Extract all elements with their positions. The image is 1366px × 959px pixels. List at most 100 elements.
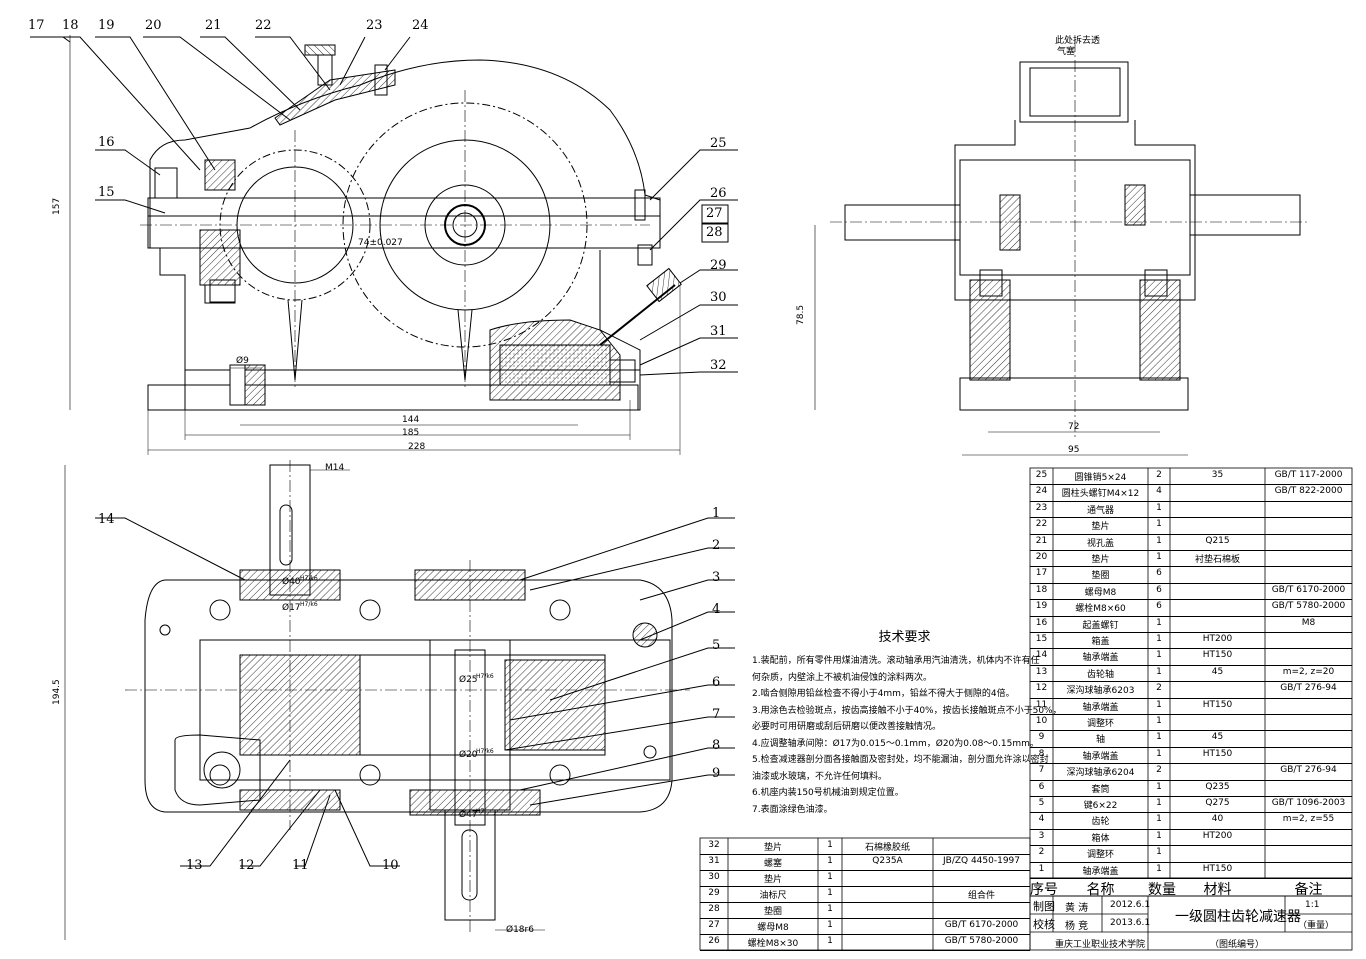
bom-cell: GB/T 6170-2000 — [944, 920, 1019, 930]
bom-cell: 6 — [1156, 584, 1162, 595]
bom-cell: 14 — [1035, 650, 1048, 661]
bom-cell: 11 — [1035, 699, 1048, 710]
bom-row-divider — [1030, 599, 1352, 601]
bom-cell: M8 — [1301, 617, 1316, 628]
fit-tolerance: H7/k6 — [476, 673, 494, 680]
bom-row-divider — [1030, 746, 1352, 748]
bom-cell: GB/T 276-94 — [1280, 683, 1337, 694]
bom-cell: 18 — [1035, 584, 1048, 595]
bom-cell: 4 — [1156, 486, 1162, 497]
bom-header-cell: 名称 — [1086, 882, 1115, 898]
bom-cell: 7 — [1038, 765, 1045, 776]
bom-cell: 2 — [1156, 470, 1162, 480]
drawing-title: 一级圆柱齿轮减速器 — [1175, 909, 1301, 925]
bom-cell: 40 — [1211, 814, 1224, 825]
bom-row-divider — [1030, 550, 1352, 551]
bom-cell: m=2, z=55 — [1282, 814, 1335, 825]
callout-number: 28 — [706, 225, 723, 240]
front-view — [30, 35, 738, 455]
bom-cell: 1 — [1156, 748, 1162, 759]
tech-requirement-line: 6.机座内装150号机械油到规定位置。 — [752, 788, 904, 798]
bom-header-cell: 序号 — [1030, 882, 1058, 898]
callout-number: 25 — [710, 136, 727, 151]
vent-note-line2: 气塞 — [1057, 47, 1076, 57]
bom-row-divider — [1030, 582, 1352, 584]
callout-number: 16 — [98, 135, 115, 150]
bom-cell: 轴承端盖 — [1082, 751, 1119, 762]
callout-number: 1 — [712, 506, 721, 521]
bom-cell: 45 — [1211, 732, 1224, 743]
bom-cell: 螺栓M8×30 — [747, 939, 799, 949]
bom-cell: 1 — [1156, 617, 1162, 628]
bom-row-divider — [1030, 845, 1352, 847]
tech-requirement-line: 油漆或水玻璃，不允许任何填料。 — [752, 771, 888, 782]
callout-number: 11 — [292, 858, 309, 873]
bom-row-divider — [700, 918, 1030, 919]
bom-row-divider — [700, 950, 1030, 951]
bom-cell: 轴承端盖 — [1082, 702, 1119, 713]
bom-cell: 4 — [1038, 814, 1045, 825]
bom-row-divider — [1030, 861, 1352, 863]
dimension-dia20: Ø20 — [459, 750, 478, 760]
bom-cell: 套筒 — [1091, 784, 1110, 795]
dimension-228: 228 — [408, 442, 426, 452]
callout-number: 3 — [712, 570, 721, 585]
bom-cell: 20 — [1035, 552, 1048, 562]
bom-cell: GB/T 276-94 — [1280, 765, 1337, 776]
dimension-center-distance: 74±0.027 — [358, 238, 403, 248]
bom-cell: 深沟球轴承6203 — [1066, 686, 1135, 697]
callout-number: 6 — [712, 675, 721, 690]
bom-cell: 石棉橡胶纸 — [864, 843, 910, 853]
bom-cell: 1 — [1156, 519, 1162, 530]
bom-cell: 齿轮轴 — [1086, 669, 1114, 680]
drawing-no: （图纸编号） — [1210, 940, 1265, 950]
tech-requirement-line: 4.应调整轴承间隙：Ø17为0.015～0.1mm，Ø20为0.08～0.15m… — [752, 738, 1039, 749]
tech-lines: 1.装配前，所有零件用煤油清洗。滚动轴承用汽油清洗，机体内不许有任何杂质，内壁涂… — [752, 653, 1062, 818]
bom-cell: 1 — [1156, 863, 1162, 874]
callout-number: 32 — [710, 358, 727, 373]
tech-requirement-line: 3.用涂色去检验斑点，按齿高接触不小于40%，按齿长接触斑点不小于50%， — [752, 705, 1062, 716]
bom-cell: Q215 — [1205, 535, 1230, 546]
plan-view — [64, 460, 735, 940]
dimension-157: 157 — [52, 197, 62, 215]
bom-cell: JB/ZQ 4450-1997 — [942, 856, 1021, 866]
bom-cell: 19 — [1035, 601, 1048, 612]
bom-cell: 17 — [1035, 568, 1048, 579]
bom-row-divider — [1030, 681, 1352, 683]
callout-number: 22 — [255, 18, 272, 33]
fit-tolerance: H7/k6 — [300, 575, 318, 582]
bom-cell: HT150 — [1202, 863, 1233, 874]
tech-requirement-line: 7.表面涂绿色油漆。 — [752, 804, 833, 815]
bom-cell: HT150 — [1202, 748, 1233, 759]
bom-cell: m=2, z=20 — [1282, 666, 1335, 677]
callout-number: 14 — [98, 512, 115, 527]
bom-cell: 圆锥销5×24 — [1074, 473, 1127, 483]
bom-cell: 28 — [708, 904, 720, 914]
bom-row-divider — [1030, 828, 1352, 830]
bom-row-divider — [1030, 632, 1352, 633]
bom-cell: 垫圈 — [1091, 571, 1110, 582]
bom-cell: 2 — [1156, 683, 1162, 694]
bom-row-divider — [1030, 664, 1352, 666]
draw-label: 制图 — [1033, 900, 1055, 913]
bom-cell: 组合件 — [967, 891, 995, 901]
dimension-dia17: Ø17 — [282, 603, 301, 613]
draw-name: 黄 涛 — [1065, 903, 1089, 914]
bom-cell: 垫片 — [1091, 522, 1110, 533]
bom-header-cell: 备注 — [1294, 882, 1323, 898]
bom-row-divider — [1030, 796, 1352, 797]
callout-number: 30 — [710, 290, 727, 305]
tech-requirement-line: 1.装配前，所有零件用煤油清洗。滚动轴承用汽油清洗，机体内不许有任 — [752, 656, 1040, 666]
bom-cell: Q235A — [872, 856, 903, 866]
bom-cell: 24 — [1035, 486, 1048, 497]
bom-row-divider — [1030, 566, 1352, 568]
bom-cell: 23 — [1035, 502, 1048, 513]
bom-cell: 起盖螺钉 — [1082, 620, 1119, 631]
callout-number: 19 — [98, 18, 115, 33]
bom-cell: 9 — [1038, 732, 1045, 743]
bom-cell: 垫片 — [763, 875, 782, 885]
bom-cell: 26 — [708, 936, 720, 946]
weight: （重量） — [1298, 921, 1335, 931]
bom-cell: 垫圈 — [763, 907, 782, 917]
